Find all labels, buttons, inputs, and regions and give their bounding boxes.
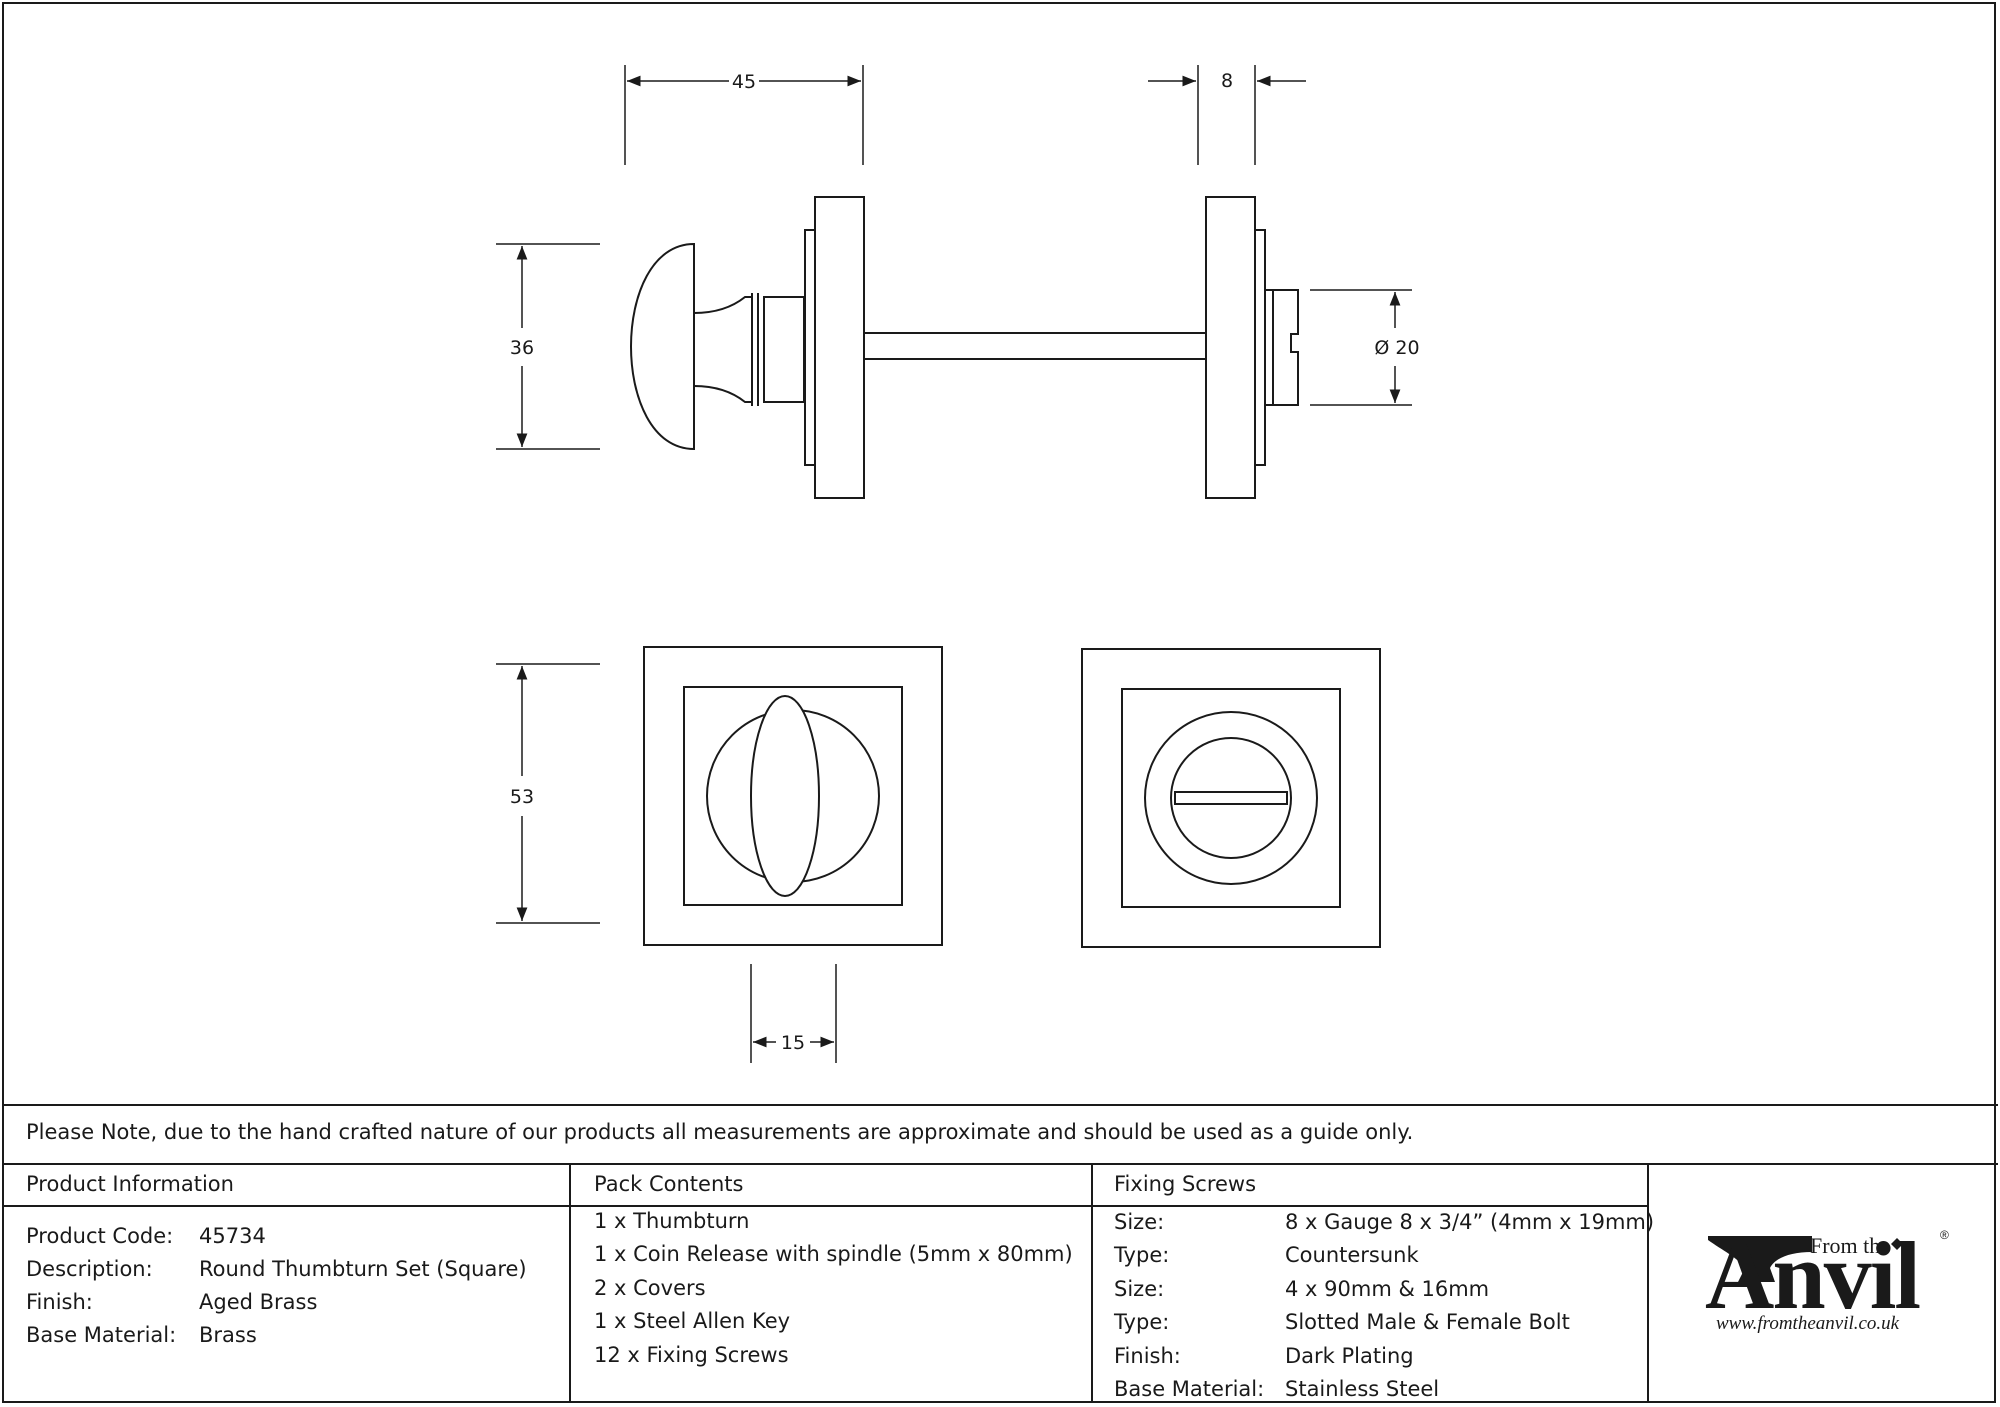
logo-registered-mark: ® [1940,1228,1949,1242]
pack-contents-heading: Pack Contents [594,1172,744,1196]
logo-url: www.fromtheanvil.co.uk [1716,1313,1900,1334]
pack-item: 2 x Covers [594,1276,706,1300]
product-info-value: Round Thumbturn Set (Square) [199,1257,527,1281]
thumbturn-lever [750,695,820,897]
product-info-value: Aged Brass [199,1290,318,1314]
thumbturn-knob-side [630,242,695,451]
front-view-coin-release [1081,648,1381,948]
fixing-screw-value: 8 x Gauge 8 x 3/4” (4mm x 19mm) [1285,1210,1655,1234]
fixing-screw-label: Base Material: [1114,1377,1265,1401]
diamond-icon [1891,1238,1903,1250]
side-view [630,196,1299,499]
dim-45: 45 [732,71,756,93]
coin-slot [1174,791,1288,805]
fixing-screw-label: Size: [1114,1277,1165,1301]
dim-15: 15 [781,1032,805,1054]
front-view-thumbturn [643,646,943,946]
product-info-label: Description: [26,1257,153,1281]
product-info-value: 45734 [199,1224,266,1248]
dim-36: 36 [510,337,534,359]
anvil-icon [1708,1236,1812,1282]
dim-diameter-20: Ø 20 [1374,337,1419,359]
fixing-screw-value: Stainless Steel [1285,1377,1440,1401]
fixing-screw-value: Countersunk [1285,1243,1419,1267]
dim-8: 8 [1221,70,1233,92]
fixing-screw-label: Type: [1114,1243,1170,1267]
pack-item: 1 x Steel Allen Key [594,1309,791,1333]
fixing-screw-value: 4 x 90mm & 16mm [1285,1277,1490,1301]
disclaimer-note: Please Note, due to the hand crafted nat… [26,1120,1414,1144]
pack-item: 12 x Fixing Screws [594,1343,789,1367]
fixing-screws-heading: Fixing Screws [1114,1172,1257,1196]
fixing-screw-label: Size: [1114,1210,1165,1234]
info-table [2,1104,1998,1403]
pack-item: 1 x Coin Release with spindle (5mm x 80m… [594,1242,1073,1266]
coin-release-side [1272,289,1299,406]
fixing-screw-value: Dark Plating [1285,1344,1414,1368]
fixing-screw-label: Finish: [1114,1344,1181,1368]
product-info-value: Brass [199,1323,257,1347]
dim-53: 53 [510,786,534,808]
logo-from-text: From the [1810,1233,1891,1258]
logo-name: Anvil [1705,1222,1921,1329]
rose-left-side [814,196,865,499]
product-info-label: Base Material: [26,1323,177,1347]
fixing-screw-value: Slotted Male & Female Bolt [1285,1310,1570,1334]
rose-right-side [1205,196,1256,499]
pack-item: 1 x Thumbturn [594,1209,750,1233]
product-info-label: Finish: [26,1290,93,1314]
product-info-label: Product Code: [26,1224,174,1248]
product-info-heading: Product Information [26,1172,234,1196]
fixing-screw-label: Type: [1114,1310,1170,1334]
